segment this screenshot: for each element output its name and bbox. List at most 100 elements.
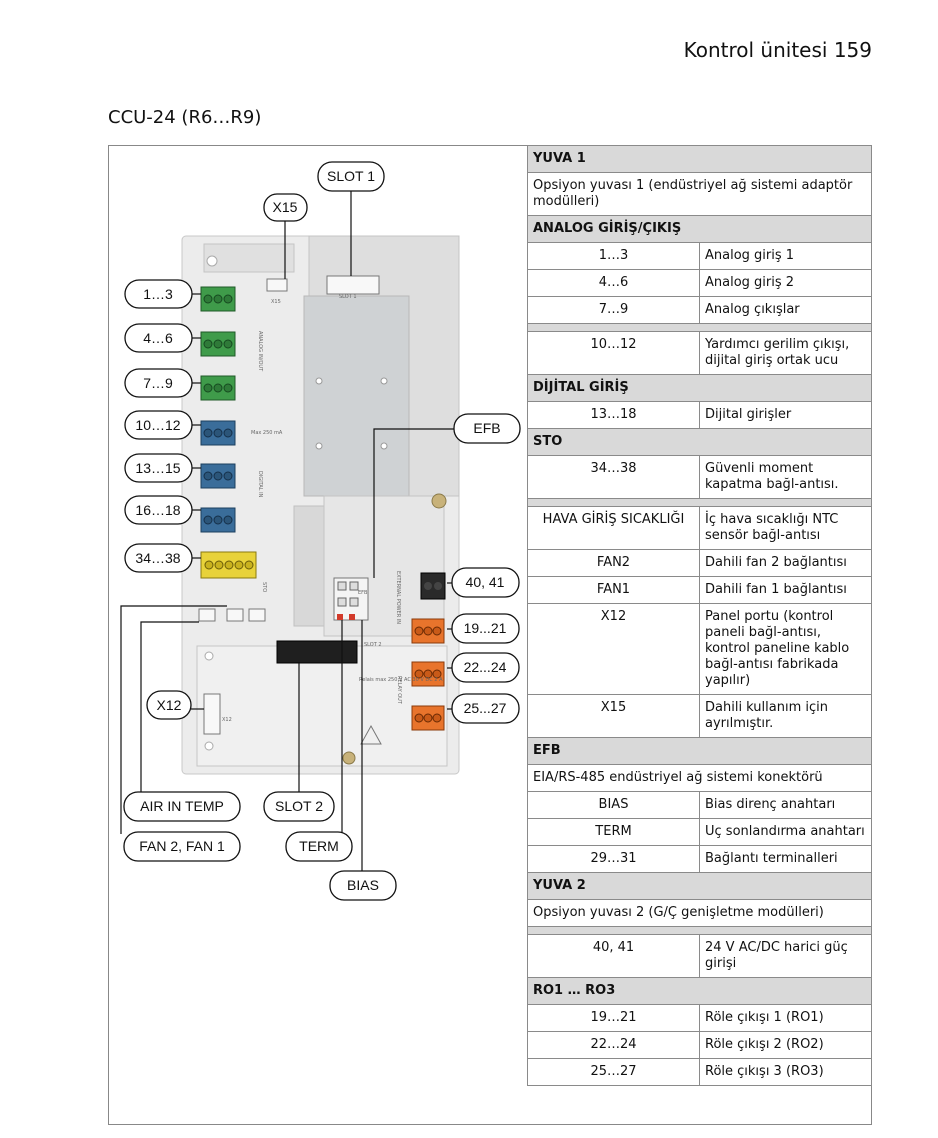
page-header: Kontrol ünitesi 159	[683, 38, 872, 62]
svg-text:1…3: 1…3	[143, 286, 173, 302]
terminal-code: 1…3	[527, 242, 700, 270]
board-label-efb: EFB	[358, 590, 368, 596]
board-label-relay-rating: Relais max 250 V AC 30 V DC 2 A	[359, 677, 443, 683]
board-label-digital: DIGITAL IN	[257, 471, 263, 498]
terminal-25-27	[411, 705, 445, 731]
callout-term: TERM	[285, 831, 353, 862]
svg-text:AIR IN TEMP: AIR IN TEMP	[140, 798, 224, 814]
section-header-text: ANALOG GİRİŞ/ÇIKIŞ	[527, 215, 872, 243]
svg-text:TERM: TERM	[299, 838, 339, 854]
section-header-text: DİJİTAL GİRİŞ	[527, 374, 872, 402]
callout-22-24: 22...24	[451, 652, 520, 683]
term-switch	[337, 614, 343, 620]
svg-text:SLOT 2: SLOT 2	[275, 798, 323, 814]
terminal-description: Röle çıkışı 2 (RO2)	[699, 1031, 872, 1059]
table-description-row: Opsiyon yuvası 2 (G/Ç genişletme modülle…	[527, 899, 872, 927]
terminal-description: Dahili fan 2 bağlantısı	[699, 549, 872, 577]
board-label-relay: RELAY OUT	[396, 676, 402, 705]
description-text: Opsiyon yuvası 1 (endüstriyel ağ sistemi…	[527, 172, 872, 216]
svg-text:40, 41: 40, 41	[466, 574, 505, 590]
terminal-22-24	[411, 661, 445, 687]
terminal-7-9	[200, 375, 236, 401]
bias-switch	[349, 614, 355, 620]
terminal-16-18	[200, 507, 236, 533]
callout-4-6: 4…6	[124, 323, 193, 353]
table-section-header: STO	[527, 428, 872, 456]
terminal-description: Röle çıkışı 1 (RO1)	[699, 1004, 872, 1032]
callout-25-27: 25...27	[451, 693, 520, 724]
table-description-row: EIA/RS-485 endüstriyel ağ sistemi konekt…	[527, 764, 872, 792]
table-section-header: ANALOG GİRİŞ/ÇIKIŞ	[527, 215, 872, 243]
callout-efb: EFB	[453, 413, 521, 444]
x15-connector	[266, 278, 288, 292]
control-unit-illustration: SLOT 1 X15	[120, 161, 521, 901]
section-header-text: YUVA 2	[527, 872, 872, 900]
terminal-description: Yardımcı gerilim çıkışı, dijital giriş o…	[699, 331, 872, 375]
terminal-19-21	[411, 618, 445, 644]
table-section-header: YUVA 2	[527, 872, 872, 900]
terminal-10-12	[200, 420, 236, 446]
terminal-code: FAN1	[527, 576, 700, 604]
callout-7-9: 7…9	[124, 368, 193, 398]
svg-text:FAN 2, FAN 1: FAN 2, FAN 1	[139, 838, 225, 854]
svg-text:7…9: 7…9	[143, 375, 173, 391]
slot2-connector	[276, 640, 358, 664]
terminal-code: 34…38	[527, 455, 700, 499]
terminal-description: Dahili fan 1 bağlantısı	[699, 576, 872, 604]
terminal-code: HAVA GİRİŞ SICAKLIĞI	[527, 506, 700, 550]
air-in-temp-connector	[198, 608, 216, 622]
metal-plate	[303, 295, 410, 497]
callout-air-in-temp: AIR IN TEMP	[123, 791, 241, 822]
terminal-description: Analog giriş 2	[699, 269, 872, 297]
terminal-description: Analog çıkışlar	[699, 296, 872, 324]
callout-x15: X15	[263, 193, 308, 222]
svg-text:25...27: 25...27	[464, 700, 507, 716]
callout-16-18: 16…18	[124, 495, 193, 525]
terminal-code: FAN2	[527, 549, 700, 577]
board-label-max: Max 250 mA	[251, 430, 283, 436]
terminal-description: Uç sonlandırma anahtarı	[699, 818, 872, 846]
board-label-analog: ANALOG IN/OUT	[257, 331, 263, 372]
svg-text:34…38: 34…38	[135, 550, 180, 566]
section-title: CCU-24 (R6…R9)	[108, 107, 262, 128]
terminal-4-6	[200, 331, 236, 357]
svg-text:4…6: 4…6	[143, 330, 173, 346]
callout-x12: X12	[146, 690, 192, 720]
svg-text:22...24: 22...24	[464, 659, 507, 675]
board-label-slot1: SLOT 1	[339, 294, 357, 300]
callout-bias: BIAS	[329, 870, 397, 901]
terminal-29-31	[333, 577, 369, 621]
spacer-cell	[527, 926, 872, 935]
callout-34-38: 34…38	[124, 543, 193, 573]
leader-lines	[120, 191, 454, 871]
callout-fan: FAN 2, FAN 1	[123, 831, 241, 862]
warning-icon	[360, 724, 382, 745]
terminal-description: Dahili kullanım için ayrılmıştır.	[699, 694, 872, 738]
terminal-code: X12	[527, 603, 700, 695]
table-spacer-row	[527, 498, 872, 507]
callout-19-21: 19...21	[451, 613, 520, 644]
terminal-code: 40, 41	[527, 934, 700, 978]
svg-text:13…15: 13…15	[135, 460, 180, 476]
callout-40-41: 40, 41	[451, 567, 520, 598]
table-section-header: DİJİTAL GİRİŞ	[527, 374, 872, 402]
terminal-34-38	[200, 551, 257, 579]
board-label-x12: X12	[222, 717, 232, 723]
terminal-13-15	[200, 463, 236, 489]
svg-text:SLOT 1: SLOT 1	[327, 168, 375, 184]
board-label-slot2: SLOT 2	[364, 642, 382, 648]
